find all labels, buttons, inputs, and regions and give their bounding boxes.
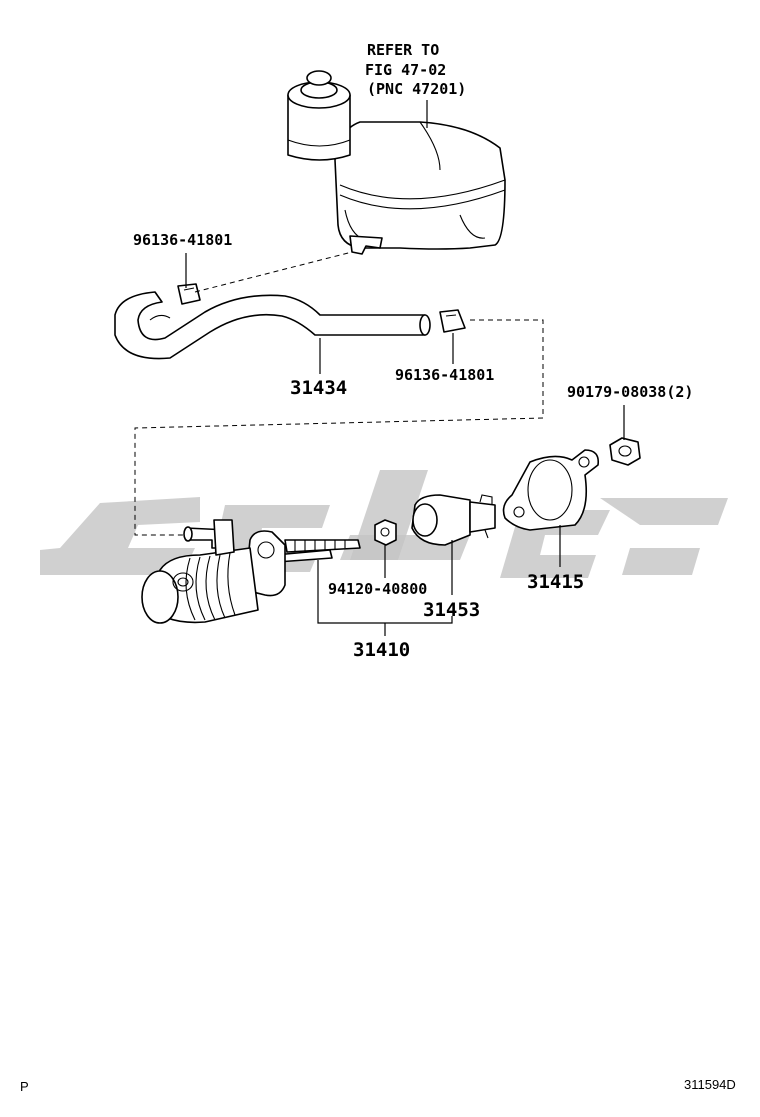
hose bbox=[114, 291, 431, 360]
label-clip-upper: 96136-41801 bbox=[133, 231, 232, 249]
reference-line-3: (PNC 47201) bbox=[367, 80, 466, 98]
reservoir-tank bbox=[287, 70, 506, 255]
clip-upper bbox=[177, 283, 201, 305]
small-nut bbox=[374, 519, 397, 546]
label-nut: 90179-08038(2) bbox=[567, 383, 693, 401]
reference-line-1: REFER TO bbox=[367, 41, 439, 59]
label-hose: 31434 bbox=[290, 377, 347, 399]
label-cylinder-assy: 31410 bbox=[353, 639, 410, 661]
illustration-id: 311594D bbox=[684, 1077, 736, 1092]
master-cylinder bbox=[141, 519, 361, 624]
label-boot: 31453 bbox=[423, 599, 480, 621]
label-gasket: 31415 bbox=[527, 571, 584, 593]
label-small-nut: 94120-40800 bbox=[328, 580, 427, 598]
label-clip-lower: 96136-41801 bbox=[395, 366, 494, 384]
boot bbox=[411, 494, 496, 546]
dashed-guide-hose-to-inlet bbox=[134, 319, 544, 536]
dashed-guide-clip-to-reservoir bbox=[194, 251, 353, 293]
reference-line-2: FIG 47-02 bbox=[365, 61, 446, 79]
footer-left-mark: P bbox=[20, 1079, 29, 1094]
nut bbox=[609, 437, 641, 466]
clip-lower bbox=[439, 309, 466, 333]
gasket bbox=[502, 449, 600, 531]
